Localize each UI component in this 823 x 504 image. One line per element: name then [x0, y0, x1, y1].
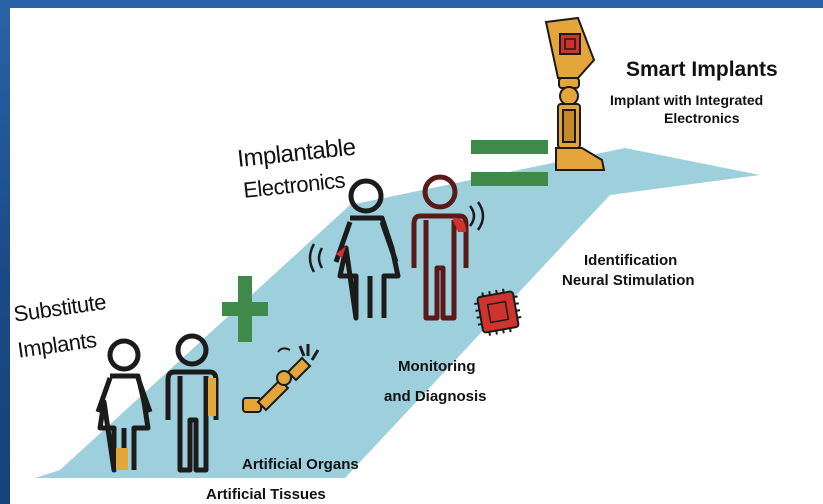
plus-icon	[222, 276, 268, 342]
neural-stimulation-label: Neural Stimulation	[562, 272, 695, 289]
microchip-icon	[474, 288, 522, 336]
artificial-organs-label: Artificial Organs	[242, 456, 359, 473]
smart-implants-subtitle-line-1: Implant with Integrated	[610, 92, 764, 108]
diagram-panel: Smart Implants Implant with Integrated E…	[10, 8, 823, 504]
signal-waves-icon	[468, 201, 485, 231]
man-figure-icon	[411, 174, 469, 321]
man-figure-icon	[165, 333, 219, 473]
prosthetic-leg-icon	[544, 16, 606, 171]
monitoring-label-line-1: Monitoring	[398, 358, 476, 375]
artificial-tissues-label: Artificial Tissues	[206, 486, 326, 503]
identification-label: Identification	[584, 252, 678, 269]
equals-icon	[471, 140, 548, 186]
smart-implants-subtitle-line-2: Electronics	[664, 110, 740, 126]
robotic-arm-icon	[242, 344, 320, 413]
diagram-artwork	[35, 16, 760, 478]
signal-waves-icon	[308, 243, 324, 273]
monitoring-label-line-2: and Diagnosis	[384, 388, 487, 405]
smart-implants-title: Smart Implants	[626, 58, 778, 81]
woman-figure-icon	[333, 178, 401, 321]
woman-figure-icon	[95, 338, 153, 473]
